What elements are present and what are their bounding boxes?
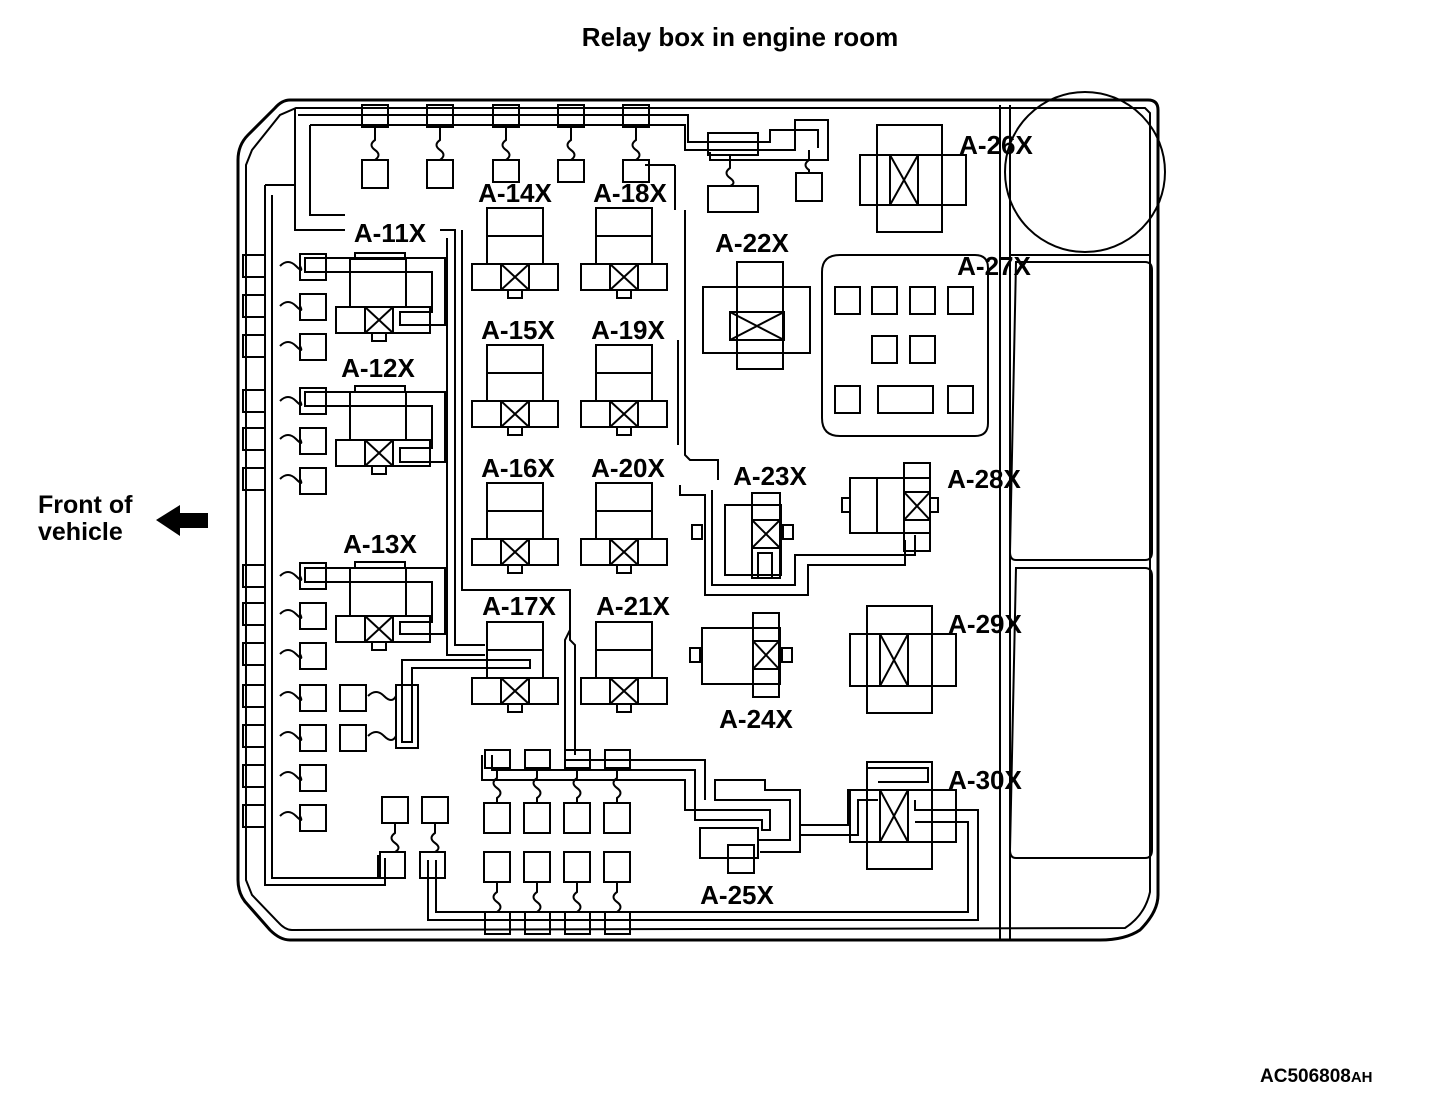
label-a22x: A-22X bbox=[715, 228, 789, 258]
relay-a14x bbox=[471, 207, 559, 299]
front-of-vehicle-indicator: Front of vehicle bbox=[38, 491, 208, 546]
front-arrow-icon bbox=[156, 505, 208, 536]
label-a12x: A-12X bbox=[341, 353, 415, 383]
relay-a18x bbox=[580, 207, 668, 299]
relay-a28x bbox=[841, 462, 939, 552]
relay-a22x bbox=[702, 261, 811, 370]
a27x-socket bbox=[821, 254, 989, 437]
relay-a11x bbox=[304, 252, 446, 342]
relay-a21x bbox=[580, 621, 668, 713]
label-a23x: A-23X bbox=[733, 461, 807, 491]
figure-code: AC506808AH bbox=[1260, 1066, 1373, 1087]
bottom-fuses bbox=[379, 796, 979, 921]
label-a20x: A-20X bbox=[591, 453, 665, 483]
label-a25x: A-25X bbox=[700, 880, 774, 910]
label-a14x: A-14X bbox=[478, 178, 552, 208]
label-a15x: A-15X bbox=[481, 315, 555, 345]
figure-code-main: AC506808 bbox=[1260, 1066, 1351, 1087]
label-a11x: A-11X bbox=[354, 218, 427, 248]
front-label-line1: Front of bbox=[38, 491, 133, 519]
relay-a12x bbox=[304, 385, 446, 475]
relay-a25x bbox=[481, 749, 878, 935]
relay-labels: A-11X A-12X A-13X A-14X A-15X A-16X A-17… bbox=[341, 130, 1033, 910]
relay-a30x bbox=[849, 761, 957, 870]
right-compartments bbox=[999, 91, 1166, 940]
relay-a16x bbox=[471, 482, 559, 574]
relay-a15x bbox=[471, 344, 559, 436]
label-a28x: A-28X bbox=[947, 464, 1021, 494]
label-a24x: A-24X bbox=[719, 704, 793, 734]
label-a17x: A-17X bbox=[482, 591, 556, 621]
relay-a24x bbox=[689, 612, 793, 698]
relay-a26x bbox=[859, 124, 967, 233]
label-a21x: A-21X bbox=[596, 591, 670, 621]
relay-a20x bbox=[580, 482, 668, 574]
label-a27x: A-27X bbox=[957, 251, 1031, 281]
relay-a17x bbox=[471, 621, 559, 713]
figure-code-suffix: AH bbox=[1351, 1069, 1373, 1086]
label-a19x: A-19X bbox=[591, 315, 665, 345]
top-fuse-row bbox=[361, 104, 823, 213]
diagram-title: Relay box in engine room bbox=[582, 22, 898, 52]
label-a18x: A-18X bbox=[593, 178, 667, 208]
relay-a13x bbox=[304, 561, 446, 651]
label-a16x: A-16X bbox=[481, 453, 555, 483]
label-a13x: A-13X bbox=[343, 529, 417, 559]
relay-a29x bbox=[849, 605, 957, 714]
relay-a19x bbox=[580, 344, 668, 436]
left-fuse-column bbox=[242, 253, 531, 832]
front-label-line2: vehicle bbox=[38, 518, 123, 546]
label-a26x: A-26X bbox=[959, 130, 1033, 160]
relay-a23x bbox=[691, 492, 794, 579]
label-a29x: A-29X bbox=[948, 609, 1022, 639]
relay-box-outline bbox=[236, 98, 1160, 942]
harness-left bbox=[264, 184, 706, 886]
label-a30x: A-30X bbox=[948, 765, 1022, 795]
